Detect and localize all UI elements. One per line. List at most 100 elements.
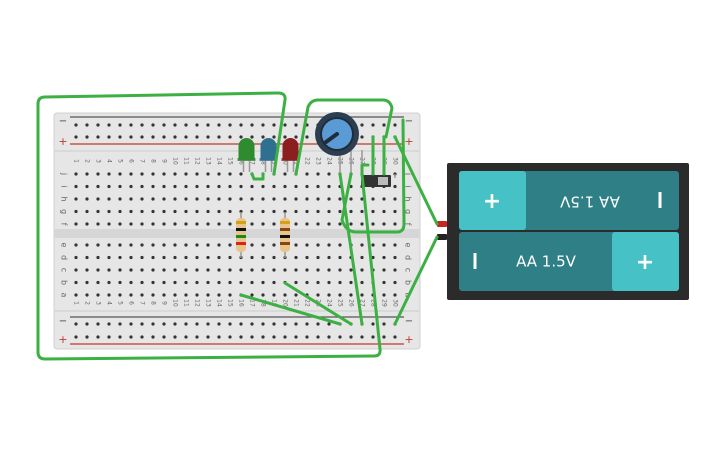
hole[interactable] (206, 172, 210, 176)
rail-hole[interactable] (151, 123, 155, 127)
hole[interactable] (206, 255, 210, 260)
rail-hole[interactable] (74, 135, 78, 139)
hole[interactable] (305, 222, 309, 226)
hole[interactable] (338, 243, 342, 247)
hole[interactable] (228, 197, 232, 201)
hole[interactable] (294, 222, 298, 226)
hole[interactable] (382, 243, 386, 247)
wire[interactable] (283, 281, 353, 326)
hole[interactable] (173, 255, 177, 260)
rail-hole[interactable] (217, 335, 221, 339)
hole[interactable] (195, 293, 199, 297)
rail-hole[interactable] (294, 135, 298, 139)
hole[interactable] (239, 172, 243, 176)
rail-hole[interactable] (74, 322, 78, 326)
hole[interactable] (272, 209, 276, 214)
hole[interactable] (305, 268, 309, 272)
hole[interactable] (261, 222, 265, 226)
hole[interactable] (360, 268, 364, 272)
hole[interactable] (206, 280, 210, 285)
hole[interactable] (217, 293, 221, 297)
rail-hole[interactable] (382, 322, 386, 326)
hole[interactable] (118, 255, 122, 260)
rail-hole[interactable] (162, 135, 166, 139)
hole[interactable] (107, 280, 111, 285)
hole[interactable] (129, 280, 133, 285)
hole[interactable] (118, 293, 122, 297)
hole[interactable] (162, 197, 166, 201)
rail-hole[interactable] (360, 335, 364, 339)
hole[interactable] (393, 197, 397, 201)
hole[interactable] (250, 255, 254, 260)
rail-hole[interactable] (118, 335, 122, 339)
hole[interactable] (195, 197, 199, 201)
hole[interactable] (118, 184, 122, 189)
hole[interactable] (184, 243, 188, 247)
hole[interactable] (338, 209, 342, 214)
hole[interactable] (327, 197, 331, 201)
rail-hole[interactable] (228, 335, 232, 339)
rail-hole[interactable] (294, 335, 298, 339)
rail-hole[interactable] (217, 123, 221, 127)
rail-hole[interactable] (382, 123, 386, 127)
hole[interactable] (338, 293, 342, 297)
rail-hole[interactable] (316, 322, 320, 326)
hole[interactable] (327, 222, 331, 226)
hole[interactable] (316, 255, 320, 260)
hole[interactable] (393, 184, 397, 189)
hole[interactable] (349, 280, 353, 285)
hole[interactable] (360, 197, 364, 201)
rail-hole[interactable] (107, 335, 111, 339)
hole[interactable] (206, 222, 210, 226)
rail-hole[interactable] (129, 335, 133, 339)
hole[interactable] (162, 172, 166, 176)
hole[interactable] (85, 293, 89, 297)
rail-hole[interactable] (195, 123, 199, 127)
rail-hole[interactable] (305, 335, 309, 339)
hole[interactable] (371, 197, 375, 201)
rail-hole[interactable] (261, 135, 265, 139)
hole[interactable] (151, 255, 155, 260)
hole[interactable] (85, 184, 89, 189)
hole[interactable] (360, 222, 364, 226)
hole[interactable] (217, 209, 221, 214)
hole[interactable] (140, 172, 144, 176)
hole[interactable] (261, 184, 265, 189)
hole[interactable] (250, 222, 254, 226)
hole[interactable] (360, 255, 364, 260)
hole[interactable] (151, 222, 155, 226)
hole[interactable] (217, 197, 221, 201)
rail-hole[interactable] (151, 335, 155, 339)
rail-hole[interactable] (206, 322, 210, 326)
rail-hole[interactable] (140, 322, 144, 326)
rail-hole[interactable] (140, 335, 144, 339)
hole[interactable] (382, 268, 386, 272)
rail-hole[interactable] (294, 322, 298, 326)
hole[interactable] (305, 197, 309, 201)
hole[interactable] (195, 222, 199, 226)
hole[interactable] (96, 255, 100, 260)
hole[interactable] (206, 184, 210, 189)
hole[interactable] (151, 243, 155, 247)
red-led[interactable] (281, 138, 300, 172)
wires-layer[interactable] (36, 91, 439, 361)
rail-hole[interactable] (118, 135, 122, 139)
hole[interactable] (228, 222, 232, 226)
hole[interactable] (184, 172, 188, 176)
hole[interactable] (316, 243, 320, 247)
rail-hole[interactable] (261, 335, 265, 339)
hole[interactable] (272, 280, 276, 285)
rail-hole[interactable] (327, 322, 331, 326)
hole[interactable] (272, 222, 276, 226)
hole[interactable] (74, 197, 78, 201)
hole[interactable] (316, 222, 320, 226)
rail-hole[interactable] (294, 123, 298, 127)
hole[interactable] (393, 222, 397, 226)
rail-hole[interactable] (151, 135, 155, 139)
rail-hole[interactable] (272, 135, 276, 139)
hole[interactable] (250, 243, 254, 247)
rail-hole[interactable] (107, 322, 111, 326)
rail-hole[interactable] (217, 135, 221, 139)
rail-hole[interactable] (184, 335, 188, 339)
